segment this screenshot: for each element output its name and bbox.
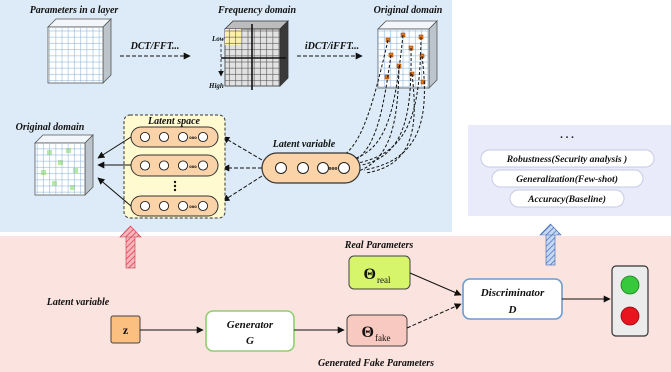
more-dots: . . .	[560, 129, 574, 141]
theta-fake-symbol: Θ	[362, 324, 374, 341]
discriminator-title: Discriminator	[480, 287, 545, 299]
original-domain-cube-left	[34, 134, 94, 196]
hatched-arrow-right	[539, 223, 562, 266]
fake-params-node	[346, 314, 408, 347]
theta-real-symbol: Θ	[364, 266, 376, 283]
low-label: Low	[211, 35, 225, 43]
frequency-cube	[218, 20, 289, 90]
params-title: Parameters in a layer	[30, 5, 119, 16]
generator-symbol: G	[246, 335, 254, 347]
parameters-cube	[47, 18, 112, 84]
z-label: z	[123, 323, 129, 337]
accuracy-box	[509, 189, 625, 208]
dct-label: DCT/FFT...	[130, 41, 180, 52]
orig-title-top: Original domain	[374, 5, 443, 16]
latent-variable-label-top: Latent variable	[272, 139, 336, 150]
freq-title: Frequency domain	[217, 5, 296, 16]
fake-to-disc-arrow	[406, 303, 462, 329]
space-to-original-arrows	[97, 136, 132, 207]
real-to-disc-arrow	[409, 272, 462, 296]
theta-fake-sub: fake	[375, 333, 391, 343]
latent-space-title: Latent space	[147, 116, 200, 127]
original-domain-cube-top	[377, 20, 438, 89]
accuracy-label: Accuracy(Baseline)	[527, 194, 606, 205]
idct-label: iDCT/iFFT...	[305, 41, 359, 52]
generalization-box	[491, 169, 644, 188]
latent-variable-label-bottom: Latent variable	[46, 297, 110, 308]
svg-text:ooo: ooo	[189, 165, 197, 170]
theta-real-sub: real	[377, 275, 391, 285]
traffic-light	[611, 265, 649, 337]
generator-node	[205, 310, 295, 352]
green-light	[620, 275, 640, 295]
evaluation-list: Robustness(Security analysis ) Generaliz…	[480, 149, 655, 208]
orig-title-left: Original domain	[16, 122, 85, 133]
reconstruction-curves	[337, 34, 425, 174]
hatched-arrow-left	[119, 225, 142, 269]
latent-space-box: ooo ooo ooo	[123, 114, 226, 219]
real-params-node	[348, 255, 411, 290]
generator-title: Generator	[227, 319, 274, 331]
fake-params-label: Generated Fake Parameters	[318, 358, 434, 369]
discriminator-symbol: D	[508, 304, 517, 316]
red-light	[620, 306, 640, 326]
svg-text:ooo: ooo	[189, 136, 197, 141]
robustness-box	[480, 149, 655, 168]
latent-to-space-arrows	[222, 136, 263, 202]
latent-variable-top: ooo	[261, 152, 361, 184]
high-label: High	[208, 82, 224, 90]
svg-text:ooo: ooo	[189, 205, 197, 210]
theta-real: Θ	[364, 266, 376, 283]
theta-fake: Θ	[362, 324, 374, 341]
robustness-label: Robustness(Security analysis )	[506, 154, 627, 165]
generalization-label: Generalization(Few-shot)	[516, 174, 618, 185]
svg-text:ooo: ooo	[329, 166, 338, 172]
real-params-label: Real Parameters	[344, 240, 414, 251]
